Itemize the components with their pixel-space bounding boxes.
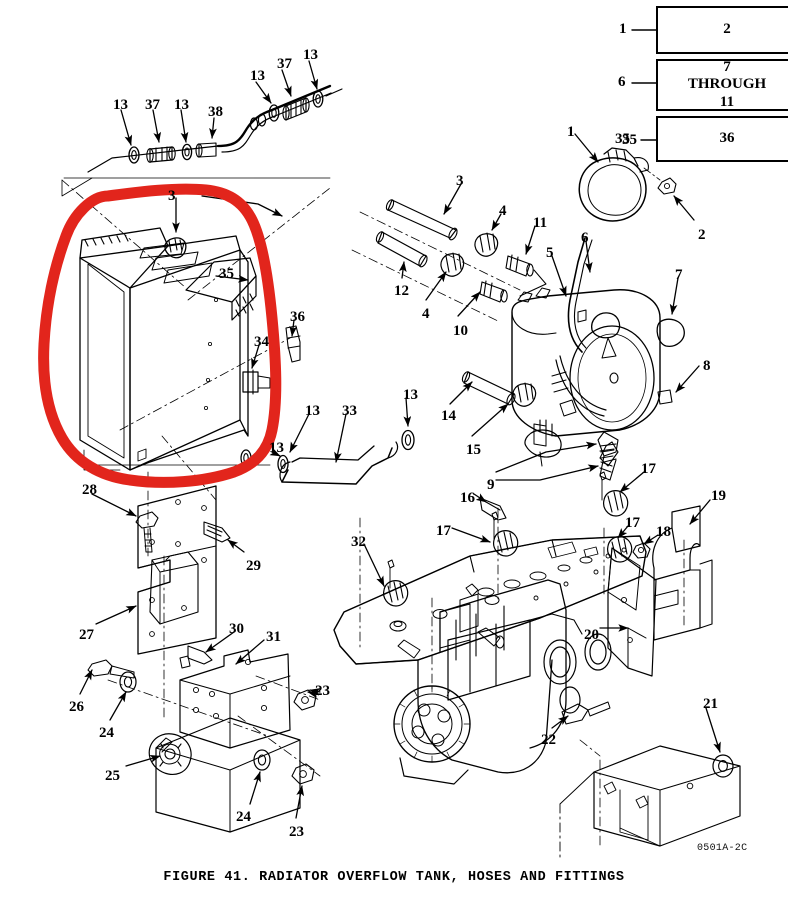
part-callout-36: 36 — [290, 309, 305, 325]
drawing-number: 0501A-2C — [697, 843, 748, 854]
radiator-assembly — [61, 177, 331, 471]
part-callout-15: 15 — [466, 442, 481, 458]
part-callout-27: 27 — [79, 627, 94, 643]
engine-assembly — [333, 507, 647, 785]
legend-label-35: 35 — [615, 131, 630, 147]
part-callout-17: 17 — [625, 515, 640, 531]
part-callout-37: 37 — [145, 97, 160, 113]
part-callout-13: 13 — [305, 403, 320, 419]
part-callout-14: 14 — [441, 408, 456, 424]
part-callout-35: 35 — [622, 132, 637, 148]
part-callout-4: 4 — [422, 306, 430, 322]
leader-lines — [79, 60, 721, 819]
legend-box-3: 36 — [656, 116, 788, 162]
part-callout-4: 4 — [499, 203, 507, 219]
part-callout-6: 6 — [581, 230, 589, 246]
part-callout-34: 34 — [254, 334, 269, 350]
part-callout-13: 13 — [269, 440, 284, 456]
part-callout-32: 32 — [351, 534, 366, 550]
part-callout-24: 24 — [236, 809, 251, 825]
part-callout-17: 17 — [436, 523, 451, 539]
part-callout-13: 13 — [174, 97, 189, 113]
part-callout-8: 8 — [703, 358, 711, 374]
part-callout-26: 26 — [69, 699, 84, 715]
part-callout-23: 23 — [289, 824, 304, 840]
legend-label-1: 1 — [619, 21, 627, 37]
part-callout-30: 30 — [229, 621, 244, 637]
coolant-pipes — [351, 199, 547, 323]
part-callout-25: 25 — [105, 768, 120, 784]
part-callout-2: 2 — [698, 227, 706, 243]
part-callout-33: 33 — [342, 403, 357, 419]
part-callout-19: 19 — [711, 488, 726, 504]
part-callout-20: 20 — [584, 627, 599, 643]
engine-clamps — [383, 441, 651, 607]
part-callout-23: 23 — [315, 683, 330, 699]
legend-cell-1-text: 2 — [723, 21, 731, 38]
legend-label-6: 6 — [618, 74, 626, 90]
part-callout-29: 29 — [246, 558, 261, 574]
part-callout-9: 9 — [487, 477, 495, 493]
part-callout-10: 10 — [453, 323, 468, 339]
legend-box-2: 7 THROUGH 11 — [656, 59, 788, 111]
legend-box-1: 2 — [656, 6, 788, 54]
part-callout-3: 3 — [168, 188, 176, 204]
lower-bracket-assembly — [87, 645, 321, 833]
part-callout-22: 22 — [541, 732, 556, 748]
part-callout-24: 24 — [99, 725, 114, 741]
part-callout-3: 3 — [456, 173, 464, 189]
part-callout-21: 21 — [703, 696, 718, 712]
part-callout-31: 31 — [266, 629, 281, 645]
part-callout-13: 13 — [403, 387, 418, 403]
red-annotation-circle — [38, 183, 282, 488]
part-callout-35: 35 — [219, 266, 234, 282]
hose-clamp-1 — [578, 147, 677, 222]
part-callout-7: 7 — [675, 267, 683, 283]
upper-hose-assembly — [87, 84, 343, 173]
part-callout-16: 16 — [460, 490, 475, 506]
part-callout-38: 38 — [208, 104, 223, 120]
legend-cell-2-text: 7 THROUGH 11 — [687, 59, 767, 110]
legend-cell-3-text: 36 — [719, 130, 735, 147]
part-callout-13: 13 — [250, 68, 265, 84]
part-callout-18: 18 — [656, 524, 671, 540]
part-callout-17: 17 — [641, 461, 656, 477]
part-callout-12: 12 — [394, 283, 409, 299]
part-callout-13: 13 — [113, 97, 128, 113]
part-callout-1: 1 — [567, 124, 575, 140]
right-shield-assembly — [559, 505, 741, 861]
overflow-tank — [511, 237, 685, 467]
part-callout-11: 11 — [533, 215, 548, 231]
left-bracket-assembly — [135, 435, 231, 721]
part-callout-5: 5 — [546, 245, 554, 261]
part-callout-13: 13 — [303, 47, 318, 63]
legend-leaders — [631, 29, 657, 141]
part-callout-37: 37 — [277, 56, 292, 72]
figure-caption: FIGURE 41. RADIATOR OVERFLOW TANK, HOSES… — [163, 870, 625, 885]
part-callout-28: 28 — [82, 482, 97, 498]
